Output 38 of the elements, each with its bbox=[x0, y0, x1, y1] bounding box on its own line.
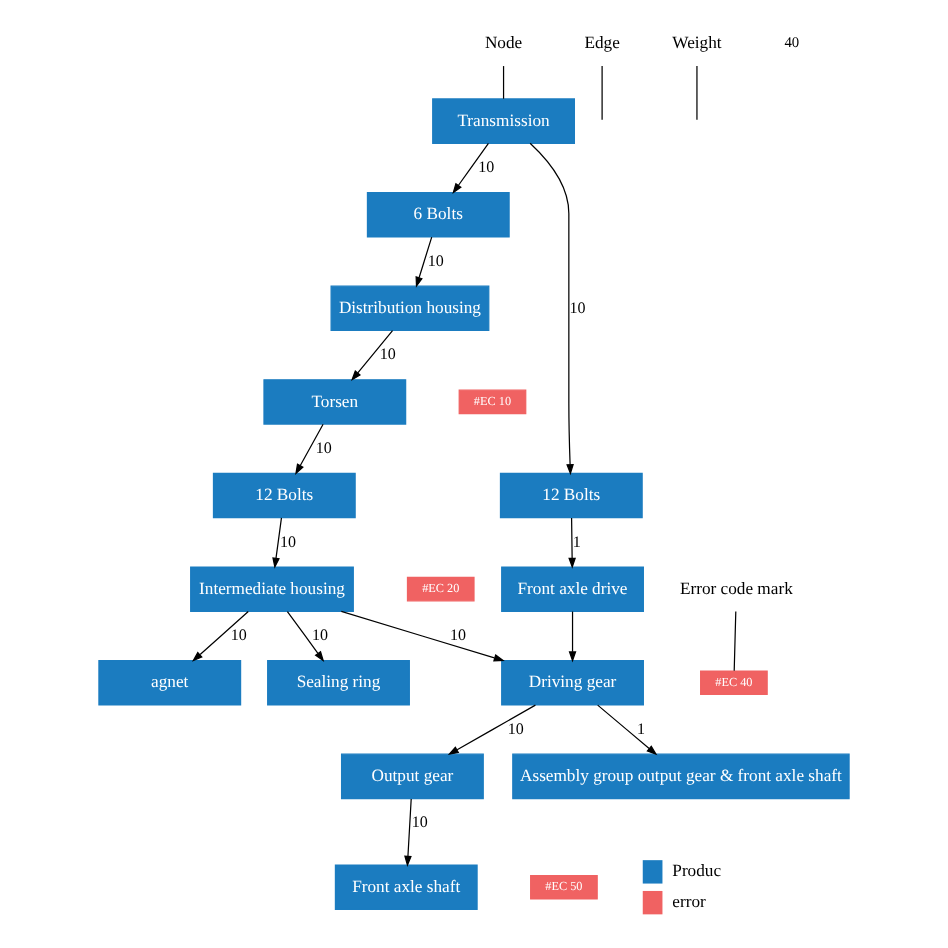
arrow bbox=[350, 330, 394, 382]
arrow bbox=[452, 142, 490, 194]
node-box: 12 Bolts bbox=[212, 472, 356, 519]
arrow bbox=[272, 517, 283, 569]
connector bbox=[502, 65, 505, 100]
arrow bbox=[568, 610, 577, 663]
legend-label: error bbox=[672, 891, 706, 912]
node-text: Weight bbox=[672, 32, 722, 53]
node-box: Output gear bbox=[340, 753, 484, 800]
node-box: Intermediate housing bbox=[190, 566, 354, 612]
node-box: Front axle drive bbox=[501, 566, 644, 612]
node-box: 6 Bolts bbox=[366, 191, 510, 238]
arrow bbox=[191, 610, 249, 662]
arrow bbox=[447, 704, 536, 756]
node-text: Edge bbox=[584, 32, 620, 53]
node-box: Sealing ring bbox=[267, 660, 410, 706]
connector bbox=[696, 65, 698, 121]
arrow bbox=[286, 610, 325, 663]
node-box: Driving gear bbox=[501, 660, 644, 706]
arrow bbox=[529, 142, 574, 476]
arrow bbox=[295, 423, 324, 475]
arrow bbox=[415, 236, 433, 288]
arrow bbox=[597, 704, 658, 756]
arrow bbox=[340, 610, 505, 662]
arrow bbox=[404, 798, 412, 867]
legend-label: Produc bbox=[672, 860, 722, 881]
arrow bbox=[568, 517, 576, 569]
node-box: Front axle shaft bbox=[334, 864, 478, 911]
node-box: Transmission bbox=[432, 98, 575, 144]
node-text: Error code mark bbox=[679, 577, 793, 598]
node-text: Node bbox=[484, 32, 523, 53]
node-box: Distribution housing bbox=[330, 285, 490, 332]
node-box: agnet bbox=[98, 660, 242, 706]
node-box: Torsen bbox=[263, 379, 407, 425]
connector bbox=[733, 610, 737, 672]
connector bbox=[601, 65, 603, 121]
node-box: 12 Bolts bbox=[499, 472, 643, 519]
node-box: Assembly group output gear & front axle shaft bbox=[512, 753, 850, 800]
